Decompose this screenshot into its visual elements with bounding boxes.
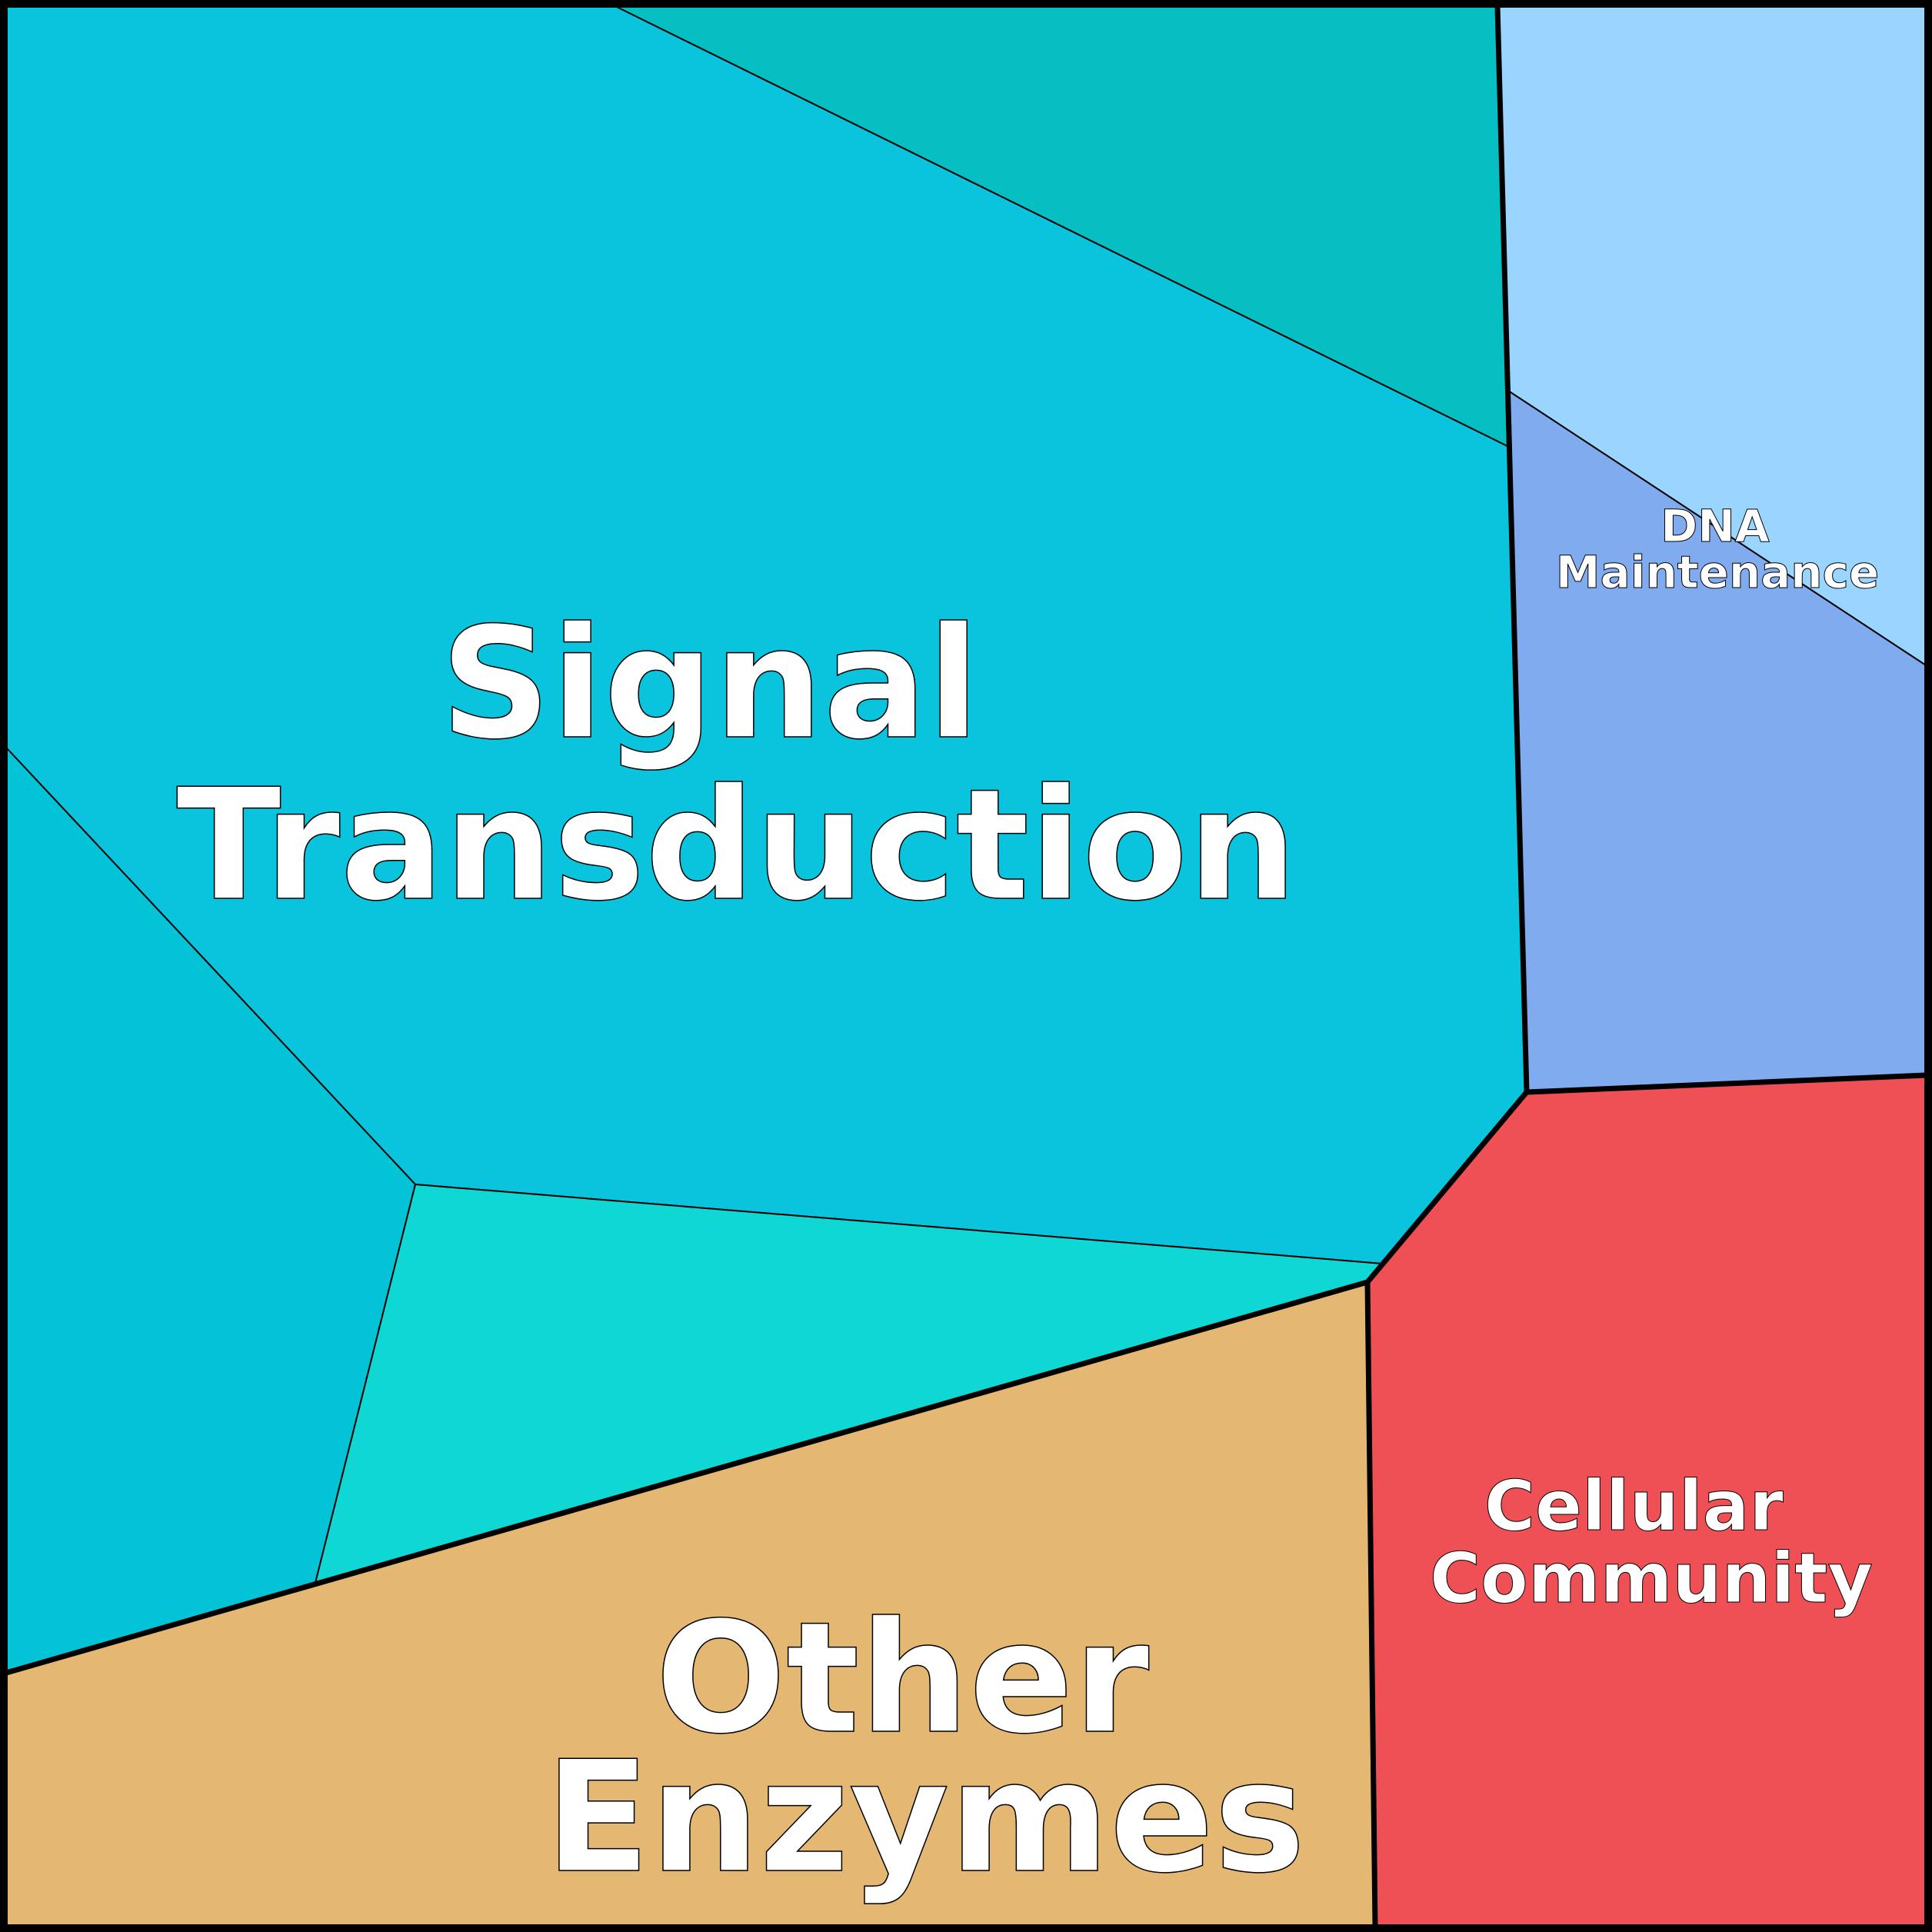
label-other-enzymes-line2: Enzymes (545, 1728, 1306, 1907)
label-dna-maintenance: DNA Maintenance (1556, 500, 1880, 598)
label-cellular-community: Cellular Community (1430, 1466, 1873, 1619)
label-other-enzymes: Other Enzymes (545, 1589, 1306, 1907)
label-dna-maintenance-line1: DNA (1661, 500, 1770, 552)
label-other-enzymes-line1: Other (655, 1589, 1150, 1768)
label-dna-maintenance-line2: Maintenance (1556, 546, 1880, 598)
label-signal-transduction-line1: Signal (440, 595, 980, 774)
label-signal-transduction: Signal Transduction (176, 595, 1297, 935)
boundary-top-level (1364, 1281, 1378, 1927)
label-cellular-community-line1: Cellular (1484, 1466, 1784, 1547)
label-signal-transduction-line2: Transduction (176, 756, 1297, 935)
label-cellular-community-line2: Community (1430, 1538, 1873, 1619)
